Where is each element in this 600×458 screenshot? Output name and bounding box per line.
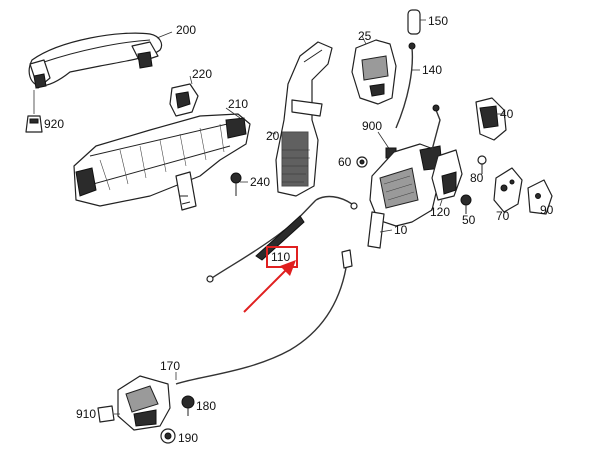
pin-150 xyxy=(407,9,426,35)
bolt-180 xyxy=(181,395,195,416)
highlight-box-110 xyxy=(266,246,298,268)
label-200: 200 xyxy=(176,23,197,37)
label-90: 90 xyxy=(540,203,554,217)
label-40: 40 xyxy=(500,107,514,121)
label-240: 240 xyxy=(250,175,271,189)
label-20: 20 xyxy=(266,129,280,143)
label-900: 900 xyxy=(362,119,383,133)
clip-920 xyxy=(25,90,43,133)
striker-70 xyxy=(493,167,523,213)
handle-carrier-210 xyxy=(73,107,251,211)
label-80: 80 xyxy=(470,171,484,185)
label-120: 120 xyxy=(430,205,451,219)
screw-240 xyxy=(230,172,248,196)
bolt-50 xyxy=(460,194,472,214)
label-220: 220 xyxy=(192,67,213,81)
label-190: 190 xyxy=(178,431,199,445)
rod-140 xyxy=(395,42,420,129)
label-110: 110 xyxy=(271,250,291,264)
grommet-190 xyxy=(160,428,176,444)
label-180: 180 xyxy=(196,399,217,413)
door-lock-10 xyxy=(367,104,443,249)
outer-door-handle xyxy=(28,32,163,89)
cable-110 xyxy=(206,195,358,283)
inner-carrier-20 xyxy=(267,41,333,197)
label-920: 920 xyxy=(44,117,65,131)
label-60: 60 xyxy=(338,155,352,169)
label-70: 70 xyxy=(496,209,510,223)
label-910: 910 xyxy=(76,407,97,421)
plate-90 xyxy=(527,179,553,215)
bracket-40 xyxy=(475,97,507,141)
nut-60 xyxy=(356,156,368,168)
label-150: 150 xyxy=(428,14,449,28)
cable-170 xyxy=(175,249,353,385)
highlight-arrow xyxy=(243,260,296,313)
bolt-80 xyxy=(477,155,487,174)
bracket-220 xyxy=(169,75,199,117)
label-170: 170 xyxy=(160,359,181,373)
trim-25 xyxy=(351,35,397,105)
actuator-910 xyxy=(97,375,171,431)
label-140: 140 xyxy=(422,63,443,77)
label-50: 50 xyxy=(462,213,476,227)
label-10: 10 xyxy=(394,223,408,237)
label-210: 210 xyxy=(228,97,249,111)
label-25: 25 xyxy=(358,29,372,43)
actuator-120 xyxy=(431,149,463,207)
